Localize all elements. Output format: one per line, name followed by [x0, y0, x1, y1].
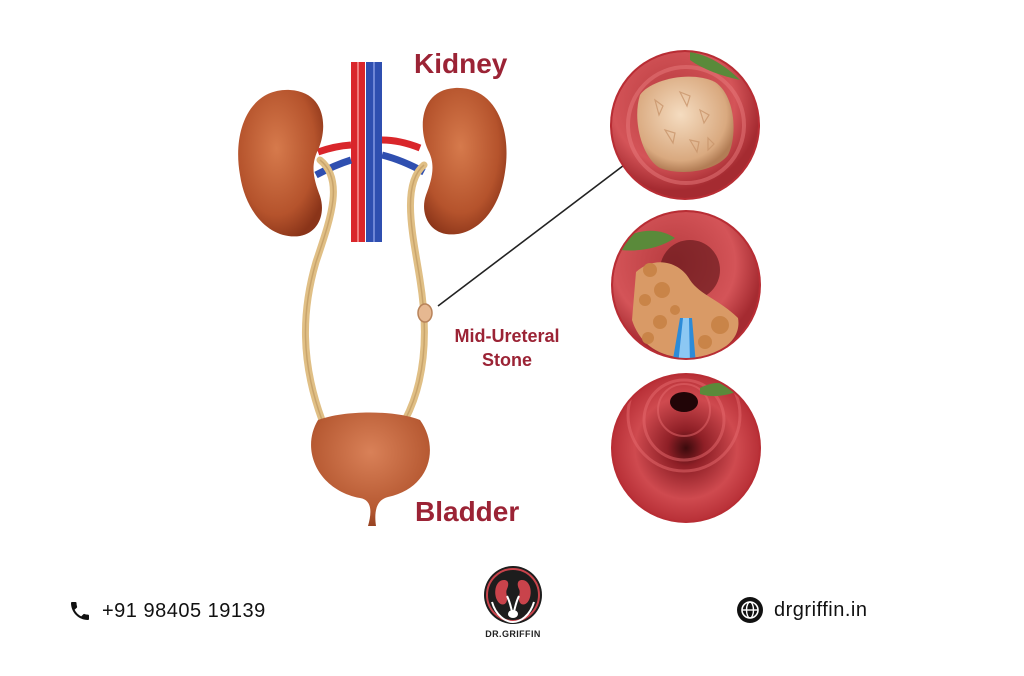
endoscopy-view-stone	[610, 50, 760, 200]
aorta-and-vena-cava	[314, 62, 426, 242]
stone-label-line1: Mid-Ureteral	[454, 326, 560, 346]
kidney-label: Kidney	[414, 48, 508, 79]
phone-contact[interactable]: +91 98405 19139	[68, 596, 266, 626]
bladder-label: Bladder	[415, 496, 520, 527]
endoscopy-view-clear	[611, 373, 761, 523]
globe-icon	[737, 597, 763, 623]
stone-label-line2: Stone	[481, 350, 532, 370]
kidney-logo-icon	[484, 566, 542, 624]
stone-label: Mid-Ureteral Stone	[445, 324, 569, 372]
left-kidney	[238, 89, 324, 237]
logo-text: DR.GRIFFIN	[485, 629, 541, 639]
endoscopy-view-laser	[611, 210, 761, 360]
ureteral-stone	[417, 303, 433, 323]
website-link[interactable]: drgriffin.in	[774, 598, 868, 621]
bladder-organ	[311, 412, 430, 526]
website-contact[interactable]: drgriffin.in	[736, 594, 867, 626]
right-kidney	[422, 87, 507, 235]
phone-number[interactable]: +91 98405 19139	[102, 599, 266, 622]
callout-line	[437, 155, 637, 307]
phone-icon	[71, 602, 89, 620]
